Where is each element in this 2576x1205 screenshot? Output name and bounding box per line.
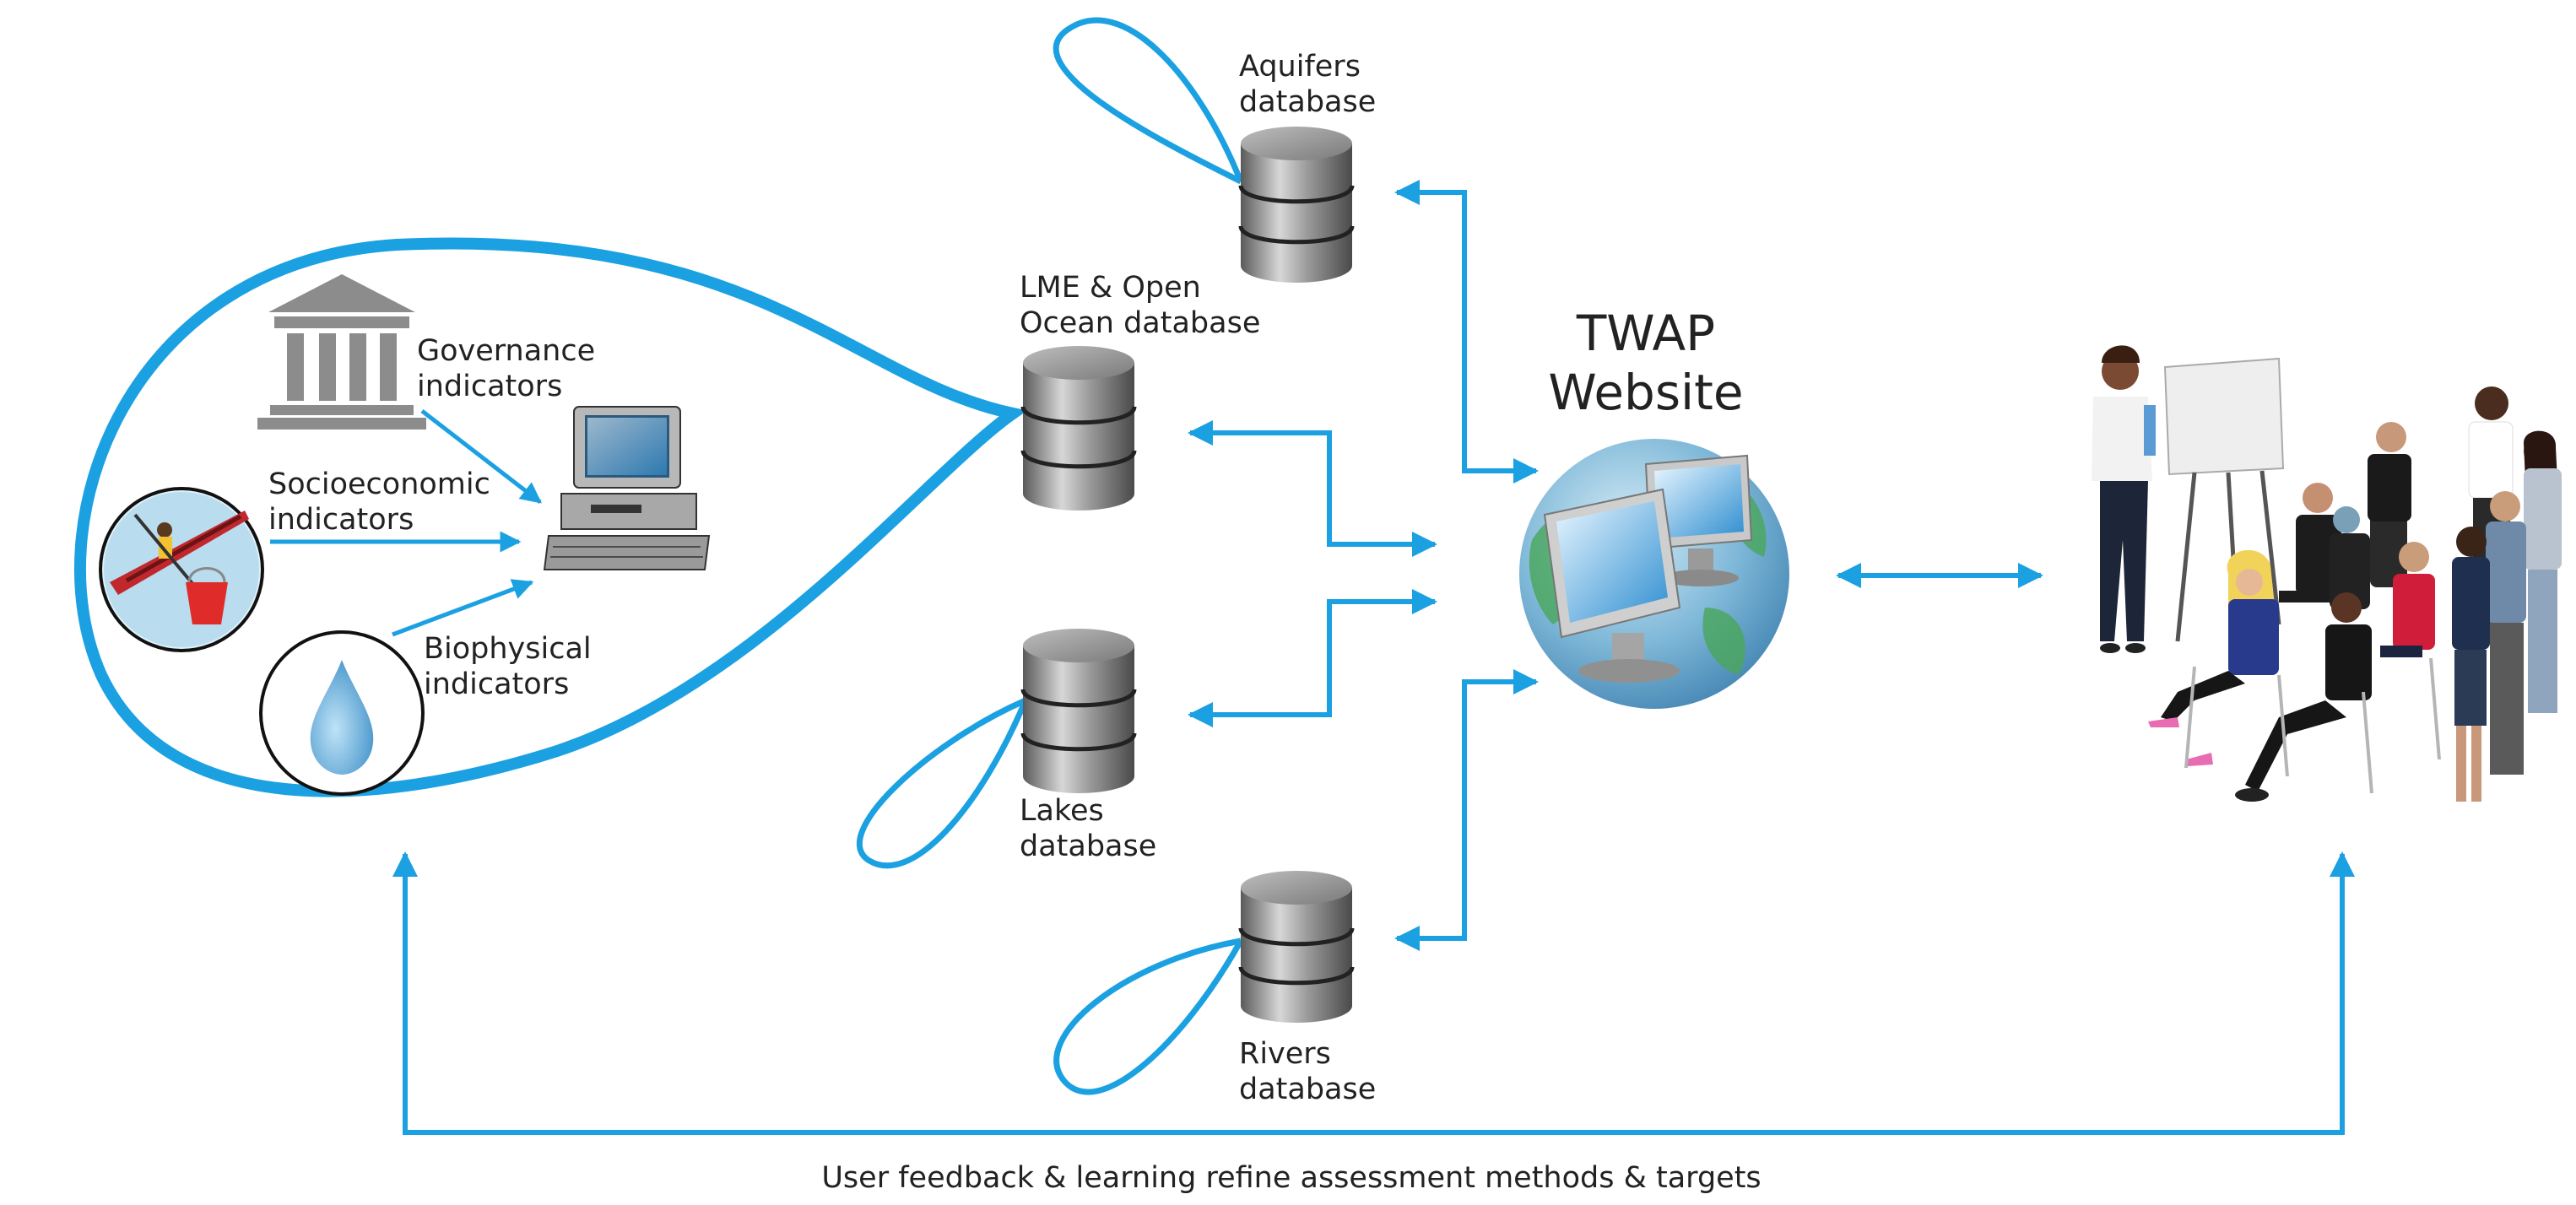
aquifers-database-label: Aquifers database xyxy=(1239,49,1376,120)
feedback-caption: User feedback & learning refine assessme… xyxy=(821,1161,1762,1195)
lme-database-icon xyxy=(1020,346,1137,511)
rivers-arrow xyxy=(1394,669,1539,951)
seated-audience xyxy=(2148,422,2441,802)
governance-indicators-label: Governance indicators xyxy=(417,333,595,404)
biophysical-indicators-label: Biophysical indicators xyxy=(424,631,592,702)
lakes-label-line-2: database xyxy=(1020,829,1157,863)
lme-label-line-2: Ocean database xyxy=(1020,306,1261,340)
socioeconomic-label-line-2: indicators xyxy=(268,503,414,537)
lme-database-label: LME & Open Ocean database xyxy=(1020,270,1260,341)
feedback-loop-arrow xyxy=(392,851,2355,1135)
lakes-database-label: Lakes database xyxy=(1020,793,1156,864)
rivers-loop xyxy=(1053,938,1244,1095)
biophysical-arrow xyxy=(392,579,534,637)
governance-label-line-2: indicators xyxy=(417,370,563,403)
twap-label-line-1: TWAP xyxy=(1576,305,1716,362)
aquifers-label-line-1: Aquifers xyxy=(1239,50,1361,84)
governance-label-line-1: Governance xyxy=(417,334,596,368)
biophysical-label-line-1: Biophysical xyxy=(424,632,592,666)
rivers-label-line-1: Rivers xyxy=(1239,1037,1331,1071)
lme-arrow xyxy=(1188,420,1437,557)
socioeconomic-indicators-label: Socioeconomic indicators xyxy=(268,467,490,538)
audience-illustration xyxy=(2092,345,2562,802)
lakes-label-line-1: Lakes xyxy=(1020,794,1104,828)
governance-arrow xyxy=(420,409,542,504)
connectors xyxy=(270,180,2355,1135)
canoe-icon xyxy=(99,487,264,652)
aquifers-arrow xyxy=(1394,180,1539,484)
globe-icon xyxy=(1519,439,1789,709)
aquifers-label-line-2: database xyxy=(1239,85,1377,119)
presenter-figure xyxy=(2092,345,2156,653)
water-drop-icon xyxy=(259,630,425,796)
institution-icon xyxy=(257,274,426,430)
rivers-database-label: Rivers database xyxy=(1239,1036,1376,1107)
lakes-database-icon xyxy=(1020,629,1137,793)
socioeconomic-label-line-1: Socioeconomic xyxy=(268,467,490,501)
lakes-loop xyxy=(856,697,1029,869)
rivers-database-icon xyxy=(1238,871,1355,1023)
twap-label-line-2: Website xyxy=(1548,364,1744,421)
lme-label-line-1: LME & Open xyxy=(1020,271,1201,305)
flip-chart xyxy=(2163,357,2285,642)
computer-icon xyxy=(543,406,711,570)
aquifers-loop xyxy=(1053,17,1244,185)
indicators-loop xyxy=(73,237,1028,797)
twap-website-label: TWAP Website xyxy=(1519,304,1772,422)
aquifers-database-icon xyxy=(1238,127,1355,283)
biophysical-label-line-2: indicators xyxy=(424,667,570,701)
rivers-label-line-2: database xyxy=(1239,1073,1377,1106)
lakes-arrow xyxy=(1188,589,1437,727)
